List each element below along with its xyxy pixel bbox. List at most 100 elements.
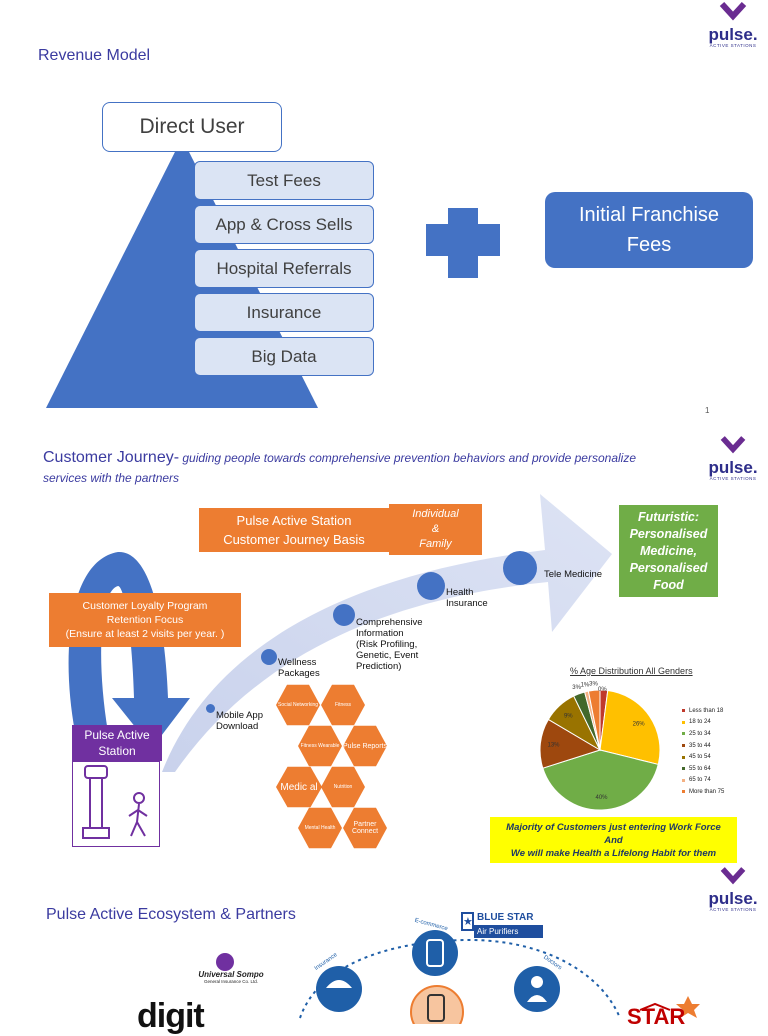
age-pie-chart: 26%40%13%9%3%1%3%0% — [539, 681, 661, 811]
pulse-logo-3: pulse. ACTIVE STATIONS — [703, 867, 763, 912]
legend-swatch — [682, 778, 685, 782]
doctors-icon — [514, 966, 560, 1012]
bluestar-tagline: Air Purifiers — [474, 925, 543, 938]
highlight-line-3: We will make Health a Lifelong Habit for… — [510, 847, 717, 859]
logo-subtext: ACTIVE STATIONS — [709, 43, 757, 48]
step-comprehensive: Comprehensive Information (Risk Profilin… — [356, 617, 423, 672]
comprehensive-line-3: (Risk Profiling, — [356, 639, 418, 650]
step-mobile-app: Mobile App Download — [216, 710, 263, 732]
legend-item: More than 75 — [682, 786, 724, 798]
kiosk-illustration — [72, 761, 160, 847]
legend-item: 35 to 44 — [682, 740, 724, 752]
logo-text: pulse. — [708, 458, 758, 477]
hex-mental: Mental Health — [298, 807, 342, 849]
legend-swatch — [682, 790, 685, 794]
universal-name: Universal Sompo — [198, 970, 264, 979]
pie-label-2: 40% — [596, 795, 609, 801]
legend-swatch — [682, 732, 685, 736]
pie-slice-2 — [542, 749, 659, 811]
individual-family-box: Individual & Family — [389, 504, 482, 555]
step-dot-wellness — [261, 649, 277, 665]
insurance-icon — [316, 966, 362, 1012]
journey-arrow — [162, 494, 612, 772]
individual-line-3: Family — [419, 538, 452, 550]
legend-label: 55 to 64 — [689, 765, 711, 772]
layer-test-fees: Test Fees — [194, 161, 374, 200]
legend-label: 25 to 34 — [689, 730, 711, 737]
legend-label: 18 to 24 — [689, 719, 711, 726]
page-number: 1 — [705, 406, 710, 415]
universal-sub: General Insurance Co. Ltd. — [203, 979, 259, 984]
legend-label: More than 75 — [689, 788, 725, 795]
legend-swatch — [682, 755, 685, 759]
pulse-logo: pulse. ACTIVE STATIONS — [703, 1, 763, 48]
legend-item: 18 to 24 — [682, 717, 724, 729]
franchise-line-1: Initial Franchise — [578, 204, 720, 226]
legend-item: 55 to 64 — [682, 763, 724, 775]
legend-item: 65 to 74 — [682, 775, 724, 787]
futuristic-box: Futuristic: Personalised Medicine, Perso… — [619, 505, 718, 597]
pulse-station-line-1: Pulse Active — [84, 728, 150, 742]
pie-label-3: 13% — [547, 743, 560, 749]
hex-fitness: Fitness — [321, 684, 365, 726]
journey-title-main: Customer Journey- — [43, 449, 180, 466]
star-logo: STAR — [627, 1004, 686, 1029]
pie-slice-7 — [587, 689, 601, 751]
heart-check-icon — [720, 436, 746, 454]
universal-sompo-logo: Universal Sompo General Insurance Co. Lt… — [190, 970, 272, 984]
bluestar-name: BLUE STAR — [477, 912, 534, 923]
ecosystem-arc — [299, 938, 621, 1019]
legend-label: Less than 18 — [689, 707, 724, 714]
pulse-app-icon — [410, 985, 464, 1024]
bluestar-logo: ★ BLUE STAR Air Purifiers — [461, 912, 543, 944]
pie-label-7: 3% — [589, 681, 598, 687]
universal-sompo-logo-icon — [216, 953, 234, 971]
direct-user-box: Direct User — [102, 102, 282, 152]
hex-nutrition: Nutrition — [321, 766, 365, 808]
futuristic-line-5: Food — [653, 577, 684, 592]
loyalty-line-3: (Ensure at least 2 visits per year. ) — [65, 628, 225, 640]
wellness-line-2: Packages — [278, 668, 320, 679]
initial-franchise-fees-box: Initial Franchise Fees — [545, 192, 753, 268]
step-dot-comprehensive — [333, 604, 355, 626]
journey-title-sub: guiding people towards comprehensive pre… — [43, 451, 637, 485]
hex-social: Social Networking — [276, 684, 320, 726]
legend-item: Less than 18 — [682, 705, 724, 717]
mobile-line-2: Download — [216, 721, 259, 732]
step-dot-health — [417, 572, 445, 600]
star-logo-icon — [676, 996, 700, 1018]
legend-label: 65 to 74 — [689, 777, 711, 784]
layer-big-data: Big Data — [194, 337, 374, 376]
logo-text: pulse. — [708, 25, 758, 44]
individual-line-1: Individual — [412, 508, 459, 520]
futuristic-line-1: Futuristic: — [637, 509, 700, 524]
digit-logo: digit — [137, 997, 205, 1035]
legend-swatch — [682, 709, 685, 713]
franchise-line-2: Fees — [626, 234, 672, 256]
kiosk-person-icon — [82, 765, 148, 839]
plus-icon — [426, 208, 500, 278]
logo-text: pulse. — [708, 889, 758, 908]
pulse-logo-2: pulse. ACTIVE STATIONS — [703, 436, 763, 481]
ecosystem-title: Pulse Active Ecosystem & Partners — [46, 906, 296, 923]
station-journey-box: Pulse Active Station Customer Journey Ba… — [199, 508, 389, 552]
heart-check-icon — [719, 1, 747, 21]
loop-arrow — [68, 551, 190, 748]
comprehensive-line-2: Information — [356, 628, 404, 639]
pulse-station-line-2: Station — [98, 744, 136, 758]
highlight-box: Majority of Customers just entering Work… — [490, 817, 737, 863]
ecommerce-icon — [412, 930, 458, 976]
logo-subtext: ACTIVE STATIONS — [709, 476, 757, 481]
comprehensive-line-1: Comprehensive — [356, 617, 423, 628]
loyalty-line-1: Customer Loyalty Program — [82, 600, 208, 612]
legend-swatch — [682, 744, 685, 748]
legend-label: 35 to 44 — [689, 742, 711, 749]
legend-item: 25 to 34 — [682, 728, 724, 740]
mobile-line-1: Mobile App — [216, 710, 264, 721]
futuristic-line-2: Personalised — [629, 526, 708, 541]
step-dot-mobile — [206, 704, 215, 713]
step-dot-tele — [503, 551, 537, 585]
pie-label-6: 1% — [581, 683, 590, 689]
health-line-2: Insurance — [446, 598, 488, 609]
pie-label-4: 9% — [564, 714, 573, 720]
